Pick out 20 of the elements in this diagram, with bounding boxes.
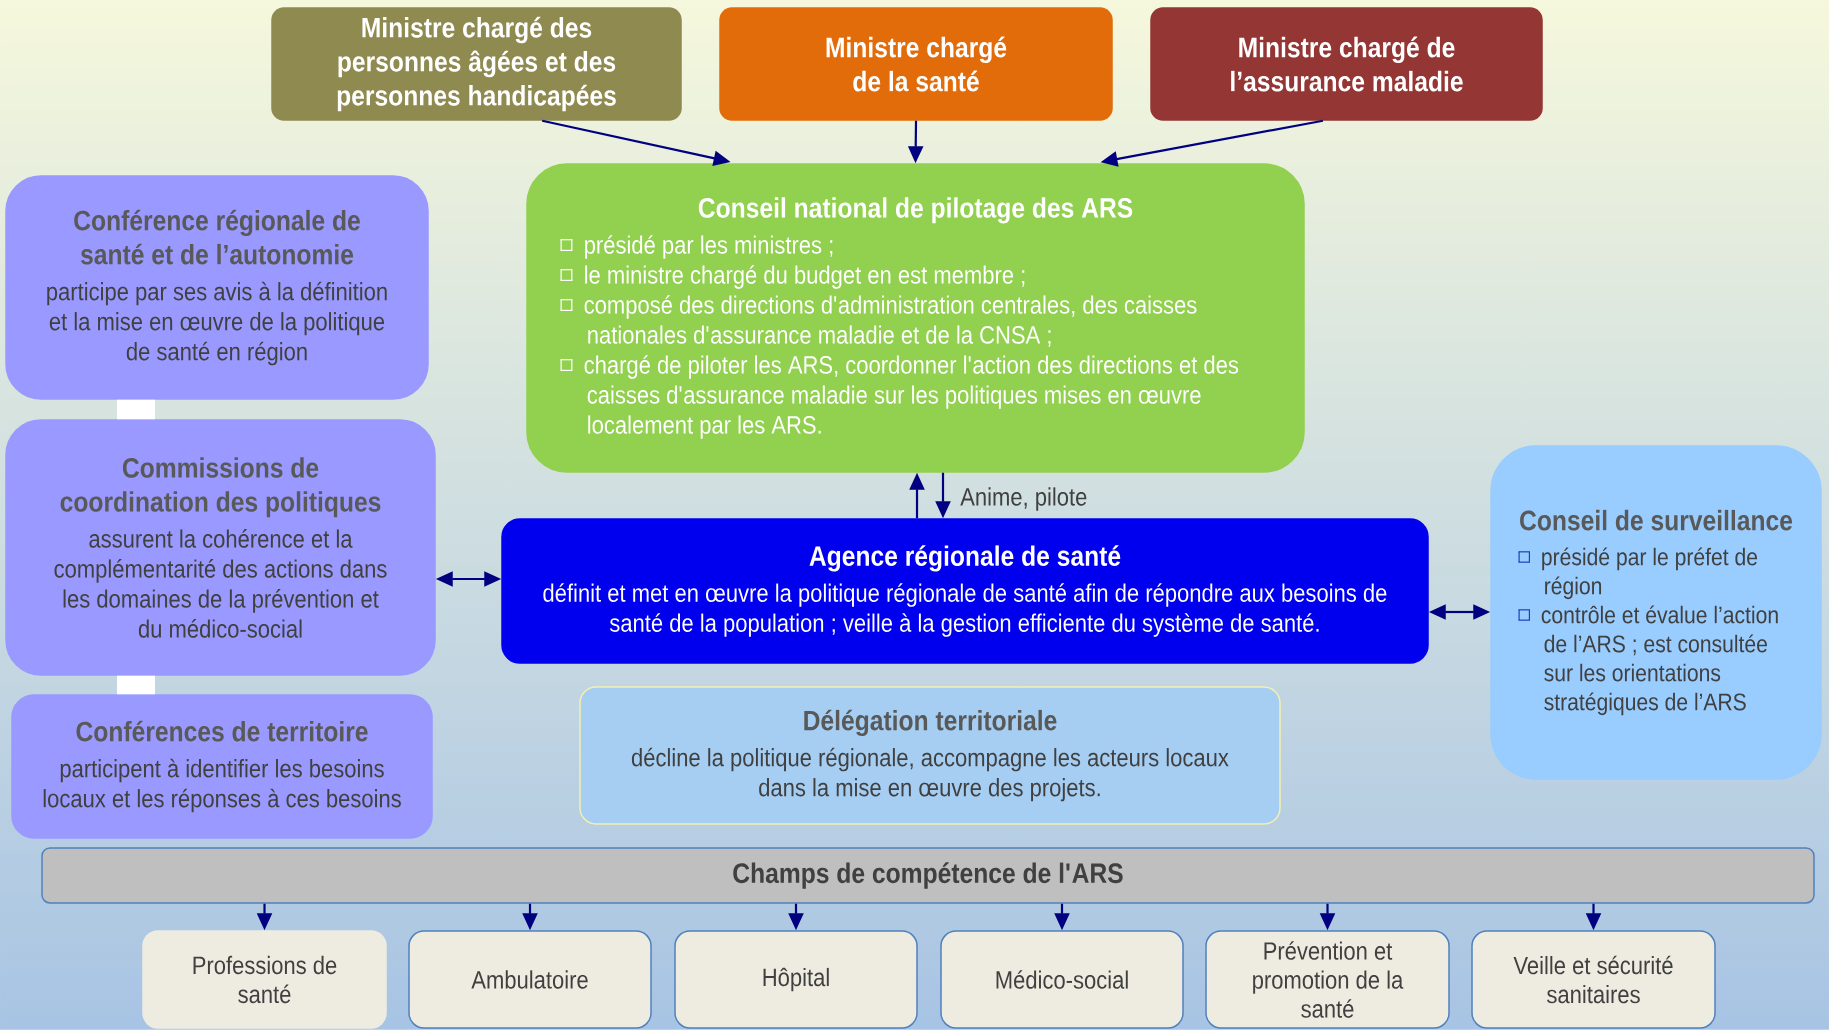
council-box: Conseil national de pilotage des ARS présidé par les ministres ; le ministre chargé du budget en est membre ; composé des directions d'administration centrales, des caisses nationales d'assurance maladie et de la CNSA ; chargé de piloter les ARS, coordonner l'action des directions et des caisses d'assurance maladie sur les politiques mises en œuvre localement par les ARS. bbox=[526, 163, 1305, 473]
supervisory-board-box: Conseil de surveillance présidé par le préfet de région contrôle et évalue l’action de l’ARS ; est consultée sur les orientations stratégiques de l’ARS bbox=[1490, 445, 1822, 780]
field-box: Prévention et promotion de la santé bbox=[1205, 930, 1450, 1029]
minister-box: Ministre chargé de l’assurance maladie bbox=[1150, 7, 1543, 121]
field-box: Médico-social bbox=[940, 930, 1184, 1029]
delegation-box: Délégation territoriale décline la politique régionale, accompagne les acteurs locaux dans la mise en œuvre des projets. bbox=[579, 686, 1281, 825]
connector-bar bbox=[117, 399, 155, 420]
field-box: Professions de santé bbox=[142, 930, 387, 1029]
agency-box: Agence régionale de santé définit et met en œuvre la politique régionale de santé afin de répondre aux besoins de santé de la population ; veille à la gestion efficiente du système de santé. bbox=[501, 518, 1429, 664]
commission-box: Commissions de coordination des politiques assurent la cohérence et la complémentarité des actions dans les domaines de la prévention et du médico-social bbox=[5, 419, 436, 676]
field-box: Hôpital bbox=[674, 930, 918, 1029]
field-box: Ambulatoire bbox=[408, 930, 652, 1029]
field-box: Veille et sécurité sanitaires bbox=[1471, 930, 1716, 1029]
conference-box: Conférence régionale de santé et de l’autonomie participe par ses avis à la définition et la mise en œuvre de la politique de santé en région bbox=[5, 175, 429, 400]
conference-box: Conférences de territoire participent à identifier les besoins locaux et les réponses à ces besoins bbox=[11, 694, 433, 839]
connector-bar bbox=[117, 675, 155, 695]
section-header-bar: Champs de compétence de l'ARS bbox=[41, 847, 1815, 904]
edge-label: Anime, pilote bbox=[960, 487, 1087, 511]
minister-box: Ministre chargé de la santé bbox=[719, 7, 1113, 121]
minister-box: Ministre chargé des personnes âgées et des personnes handicapées bbox=[271, 7, 682, 121]
